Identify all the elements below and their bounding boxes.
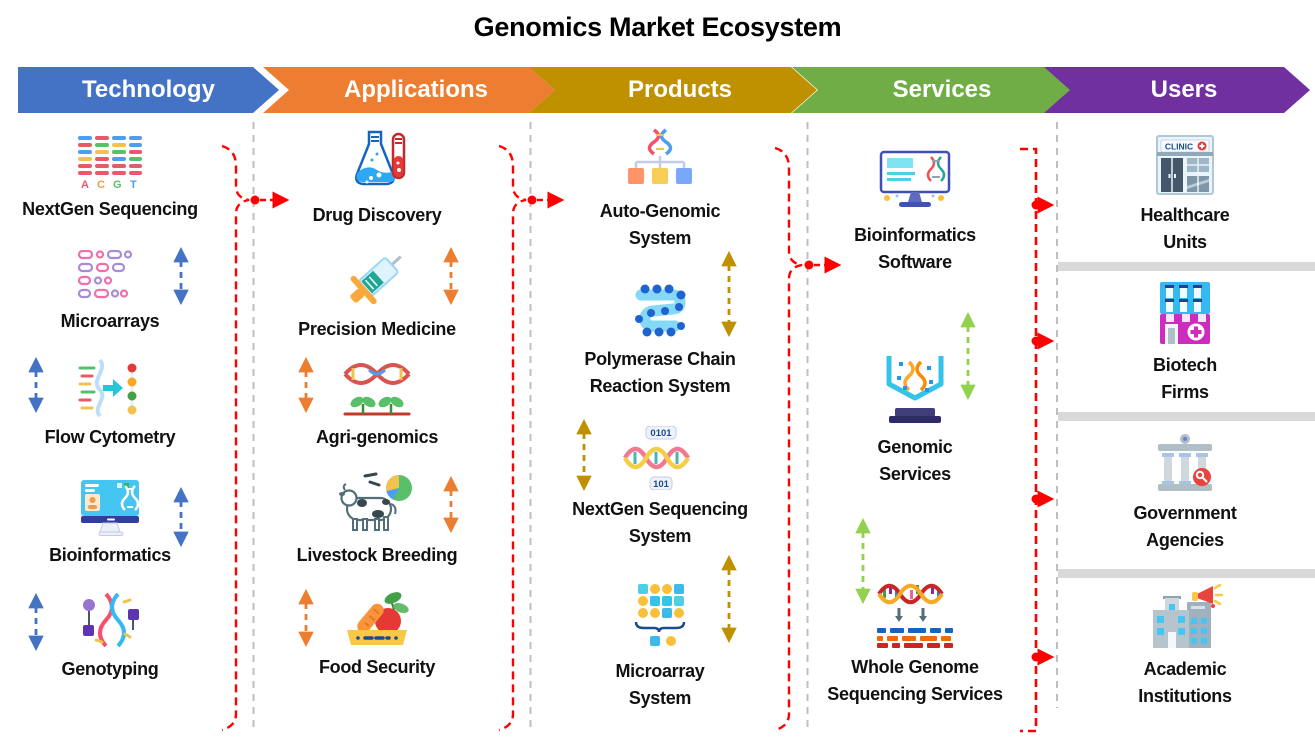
item-drug-discovery: Drug Discovery bbox=[252, 130, 502, 229]
header-technology: Technology bbox=[18, 67, 279, 113]
microarrays-icon bbox=[77, 250, 143, 302]
precision-medicine-icon bbox=[343, 246, 411, 310]
arrow-to-government-agencies bbox=[1031, 490, 1055, 508]
item-label: Agri-genomics bbox=[315, 427, 439, 447]
bioinformatics-software-icon bbox=[875, 150, 955, 216]
item-academic-institutions: Academic Institutions bbox=[1065, 584, 1305, 710]
item-microarray-system: Microarray System bbox=[540, 584, 780, 712]
header-services-label: Services bbox=[892, 76, 992, 103]
item-label: Academic Institutions bbox=[1138, 659, 1232, 706]
page-title: Genomics Market Ecosystem bbox=[473, 12, 842, 42]
item-label: Bioinformatics Software bbox=[854, 225, 976, 272]
item-pcr-system: Polymerase Chain Reaction System bbox=[540, 282, 780, 400]
wgs-services-icon bbox=[875, 580, 955, 648]
item-flow-cytometry: Flow Cytometry bbox=[0, 358, 230, 451]
item-label: Genotyping bbox=[61, 659, 159, 679]
item-label: Microarrays bbox=[60, 311, 160, 331]
item-label: NextGen Sequencing bbox=[22, 199, 198, 219]
item-label: Genomic Services bbox=[877, 437, 953, 484]
microarray-system-icon bbox=[628, 584, 692, 652]
flow-cytometry-icon bbox=[78, 358, 142, 418]
item-food-security: Food Security bbox=[252, 588, 502, 681]
item-bioinformatics: Bioinformatics bbox=[0, 480, 230, 569]
bioinformatics-icon bbox=[77, 480, 143, 536]
biotech-firms-icon bbox=[1154, 280, 1216, 346]
item-healthcare-units: CLINIC Healthcare Units bbox=[1065, 134, 1305, 256]
svg-text:G: G bbox=[113, 179, 122, 190]
header-users: Users bbox=[1044, 67, 1310, 113]
item-livestock-breeding: Livestock Breeding bbox=[252, 472, 502, 569]
food-security-icon bbox=[341, 588, 413, 648]
header-users-label: Users bbox=[1150, 76, 1218, 103]
genomic-services-icon bbox=[879, 352, 951, 428]
item-ngs-system: 0101 101 NextGen Sequencing System bbox=[540, 426, 780, 550]
agri-genomics-icon bbox=[341, 360, 413, 418]
item-label: Microarray System bbox=[615, 661, 705, 708]
svg-text:C: C bbox=[97, 179, 105, 190]
item-label: Drug Discovery bbox=[312, 205, 442, 225]
item-label: Flow Cytometry bbox=[44, 427, 176, 447]
drug-discovery-icon bbox=[341, 130, 413, 196]
item-genotyping: Genotyping bbox=[0, 592, 230, 683]
item-label: Precision Medicine bbox=[298, 319, 456, 339]
header-services: Services bbox=[792, 67, 1078, 113]
academic-institutions-icon bbox=[1147, 584, 1223, 650]
item-label: Healthcare Units bbox=[1140, 205, 1230, 252]
item-nextgen-sequencing: A C G T NextGen Sequencing bbox=[0, 136, 230, 223]
healthcare-units-icon: CLINIC bbox=[1153, 134, 1217, 196]
government-agencies-icon bbox=[1152, 432, 1218, 494]
item-wgs-services: Whole Genome Sequencing Services bbox=[795, 580, 1035, 708]
header-technology-label: Technology bbox=[82, 76, 215, 103]
item-label: Polymerase Chain Reaction System bbox=[584, 349, 736, 396]
item-label: Food Security bbox=[318, 657, 436, 677]
auto-genomic-system-icon bbox=[624, 128, 696, 192]
item-label: Auto-Genomic System bbox=[599, 201, 721, 248]
item-label: Government Agencies bbox=[1133, 503, 1237, 550]
item-label: Whole Genome Sequencing Services bbox=[827, 657, 1003, 704]
item-microarrays: Microarrays bbox=[0, 250, 230, 335]
svg-text:CLINIC: CLINIC bbox=[1165, 142, 1193, 152]
pcr-system-icon bbox=[628, 282, 692, 340]
nextgen-sequencing-icon: A C G T bbox=[77, 136, 143, 190]
svg-text:A: A bbox=[81, 179, 89, 190]
item-biotech-firms: Biotech Firms bbox=[1065, 280, 1305, 406]
item-label: Bioinformatics bbox=[49, 545, 171, 565]
item-label: NextGen Sequencing System bbox=[572, 499, 748, 546]
item-government-agencies: Government Agencies bbox=[1065, 432, 1305, 554]
item-bioinformatics-software: Bioinformatics Software bbox=[795, 150, 1035, 276]
genotyping-icon bbox=[78, 592, 142, 650]
svg-text:0101: 0101 bbox=[650, 428, 672, 439]
item-auto-genomic-system: Auto-Genomic System bbox=[540, 128, 780, 252]
svg-text:101: 101 bbox=[653, 479, 670, 490]
item-genomic-services: Genomic Services bbox=[795, 352, 1035, 488]
header-products-label: Products bbox=[627, 76, 732, 103]
arrow-to-biotech-firms bbox=[1031, 332, 1055, 350]
header-products: Products bbox=[529, 67, 817, 113]
header-applications-label: Applications bbox=[343, 76, 488, 103]
svg-text:T: T bbox=[130, 179, 137, 190]
ngs-system-icon: 0101 101 bbox=[623, 426, 697, 490]
item-precision-medicine: Precision Medicine bbox=[252, 246, 502, 343]
item-agri-genomics: Agri-genomics bbox=[252, 360, 502, 451]
item-label: Livestock Breeding bbox=[296, 545, 458, 565]
header-applications: Applications bbox=[263, 67, 555, 113]
livestock-breeding-icon bbox=[337, 472, 417, 536]
item-label: Biotech Firms bbox=[1153, 355, 1217, 402]
